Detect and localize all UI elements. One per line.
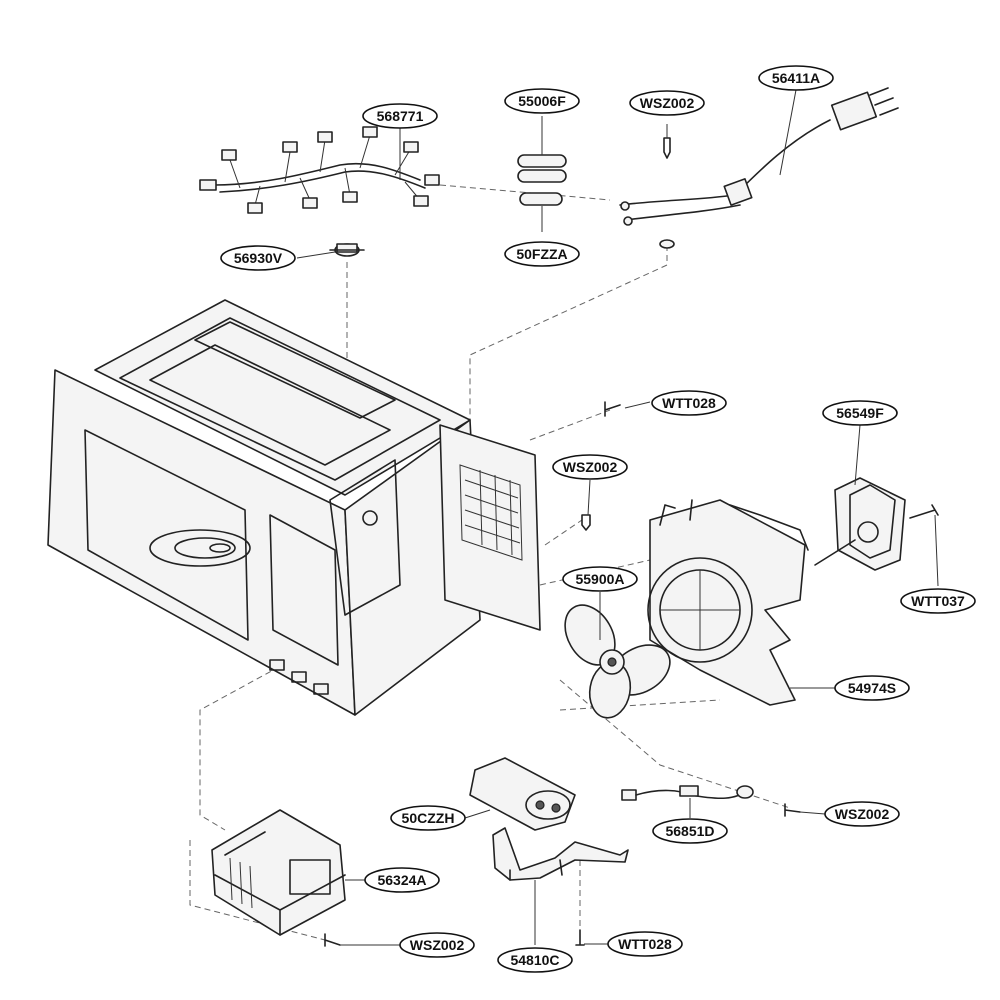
oven-cavity-part bbox=[47, 299, 541, 716]
part-label-50FZZA: 50FZZA bbox=[504, 241, 580, 267]
svg-text:WTT037: WTT037 bbox=[911, 593, 965, 609]
leader-lines bbox=[296, 89, 939, 946]
part-label-56549F: 56549F bbox=[822, 400, 898, 426]
thermostat-part bbox=[329, 243, 365, 257]
svg-text:56851D: 56851D bbox=[665, 823, 714, 839]
wire-harness-part bbox=[199, 126, 440, 214]
svg-text:55900A: 55900A bbox=[575, 571, 624, 587]
svg-text:54974S: 54974S bbox=[848, 680, 896, 696]
sensor-harness-part bbox=[621, 785, 754, 801]
svg-text:WTT028: WTT028 bbox=[618, 936, 672, 952]
magnetron-part bbox=[211, 809, 346, 936]
part-label-55900A: 55900A bbox=[562, 566, 638, 592]
fan-blade-part bbox=[564, 604, 671, 719]
part-label-50CZZH: 50CZZH bbox=[390, 805, 466, 831]
svg-text:56549F: 56549F bbox=[836, 405, 884, 421]
part-label-56411A: 56411A bbox=[758, 65, 834, 91]
power-cord-part bbox=[619, 87, 899, 226]
svg-text:56930V: 56930V bbox=[234, 250, 283, 266]
svg-text:54810C: 54810C bbox=[510, 952, 559, 968]
svg-text:50FZZA: 50FZZA bbox=[516, 246, 567, 262]
part-label-WTT037: WTT037 bbox=[900, 588, 976, 614]
part-label-56324A: 56324A bbox=[364, 867, 440, 893]
part-label-54810C: 54810C bbox=[497, 947, 573, 973]
svg-text:50CZZH: 50CZZH bbox=[402, 810, 455, 826]
fan-bracket-part bbox=[647, 499, 809, 706]
fuse-part bbox=[517, 154, 567, 206]
svg-text:56324A: 56324A bbox=[377, 872, 426, 888]
part-label-WSZ002-bottom: WSZ002 bbox=[399, 932, 475, 958]
svg-text:55006F: 55006F bbox=[518, 93, 566, 109]
part-label-WTT028-top: WTT028 bbox=[651, 390, 727, 416]
svg-text:WSZ002: WSZ002 bbox=[410, 937, 465, 953]
fan-motor-part bbox=[814, 477, 906, 571]
capacitor-bracket-part bbox=[492, 827, 629, 881]
screw-parts bbox=[324, 401, 939, 947]
capacitor-part bbox=[469, 757, 576, 831]
part-label-WSZ002-mid: WSZ002 bbox=[552, 454, 628, 480]
part-label-568771: 568771 bbox=[362, 103, 438, 129]
part-label-54974S: 54974S bbox=[834, 675, 910, 701]
part-label-55006F: 55006F bbox=[504, 88, 580, 114]
svg-text:WSZ002: WSZ002 bbox=[640, 95, 695, 111]
part-label-WSZ002-right: WSZ002 bbox=[824, 801, 900, 827]
part-label-WTT028-bottom: WTT028 bbox=[607, 931, 683, 957]
part-label-WSZ002-top: WSZ002 bbox=[629, 90, 705, 116]
screw-top-part bbox=[659, 137, 675, 249]
part-label-56930V: 56930V bbox=[220, 245, 296, 271]
svg-text:56411A: 56411A bbox=[772, 70, 820, 86]
part-label-56851D: 56851D bbox=[652, 818, 728, 844]
svg-text:WSZ002: WSZ002 bbox=[563, 459, 618, 475]
svg-text:568771: 568771 bbox=[377, 108, 424, 124]
svg-text:WTT028: WTT028 bbox=[662, 395, 716, 411]
svg-text:WSZ002: WSZ002 bbox=[835, 806, 890, 822]
